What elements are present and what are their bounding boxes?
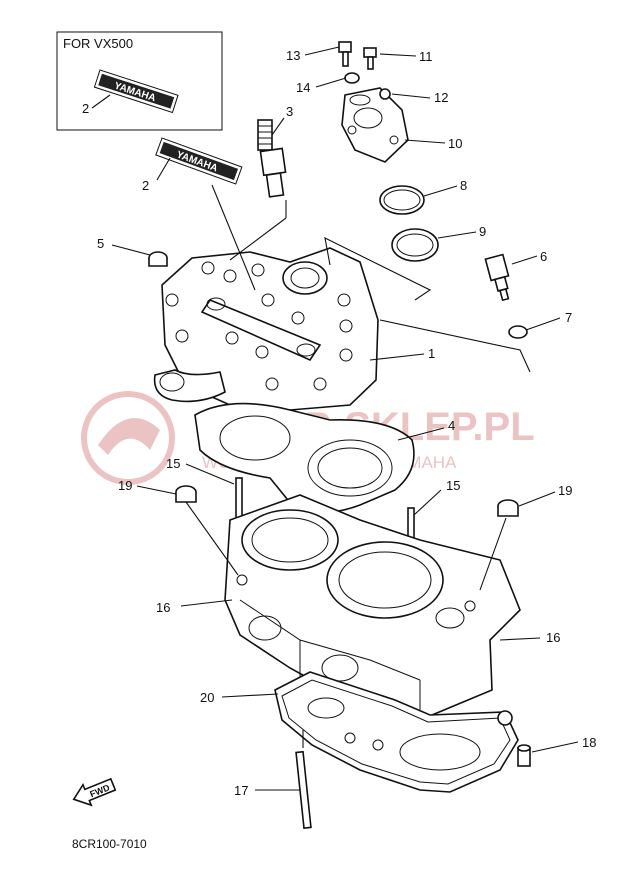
nut-5 [148, 251, 168, 267]
thermostat-cover [341, 87, 409, 163]
assembly-lines [185, 184, 531, 748]
cylinder-head [153, 247, 379, 411]
bolt-13 [338, 41, 352, 67]
decal-inset: YAMAHA [93, 69, 179, 114]
callout-19-right: 19 [558, 483, 572, 498]
callout-15-right: 15 [446, 478, 460, 493]
callout-16-left: 16 [156, 600, 170, 615]
callout-2: 2 [142, 178, 149, 193]
callout-15-left: 15 [166, 456, 180, 471]
callout-6: 6 [540, 249, 547, 264]
diagram-code: 8CR100-7010 [72, 837, 147, 851]
callout-1: 1 [428, 346, 435, 361]
base-gasket [274, 671, 519, 793]
fwd-arrow-icon: FWD [72, 777, 117, 807]
callout-labels: 13 11 14 12 3 10 8 2 9 5 6 7 1 4 15 15 1… [97, 48, 596, 798]
stud-17 [295, 750, 312, 829]
leader-lines [111, 46, 579, 791]
bolt-11 [363, 47, 377, 70]
callout-12: 12 [434, 90, 448, 105]
washer-14 [344, 72, 360, 84]
callout-16-right: 16 [546, 630, 560, 645]
callout-7: 7 [565, 310, 572, 325]
washer-7 [508, 325, 528, 339]
washer-12 [379, 88, 391, 100]
nut-19-left [175, 485, 197, 503]
callout-2-inset: 2 [82, 101, 89, 116]
temp-sensor [484, 253, 510, 302]
inset-box: FOR VX500 YAMAHA 2 [56, 31, 223, 131]
inset-title: FOR VX500 [63, 36, 133, 51]
svg-text:YAMAHA: YAMAHA [175, 149, 219, 174]
nut-19-right [497, 499, 519, 517]
spark-plug [257, 119, 287, 198]
callout-13: 13 [286, 48, 300, 63]
callout-14: 14 [296, 80, 310, 95]
callout-4: 4 [448, 418, 455, 433]
callout-10: 10 [448, 136, 462, 151]
callout-11: 11 [419, 49, 433, 64]
callout-19-left: 19 [118, 478, 132, 493]
callout-9: 9 [479, 224, 486, 239]
head-gasket [194, 402, 415, 514]
watermark-logo-icon [81, 391, 175, 485]
callout-8: 8 [460, 178, 467, 193]
o-ring-8 [379, 185, 425, 215]
dowel-18 [517, 744, 531, 767]
callout-17: 17 [234, 783, 248, 798]
callout-5: 5 [97, 236, 104, 251]
callout-3: 3 [286, 104, 293, 119]
cylinder-block [224, 494, 521, 721]
callout-20: 20 [200, 690, 214, 705]
callout-18: 18 [582, 735, 596, 750]
